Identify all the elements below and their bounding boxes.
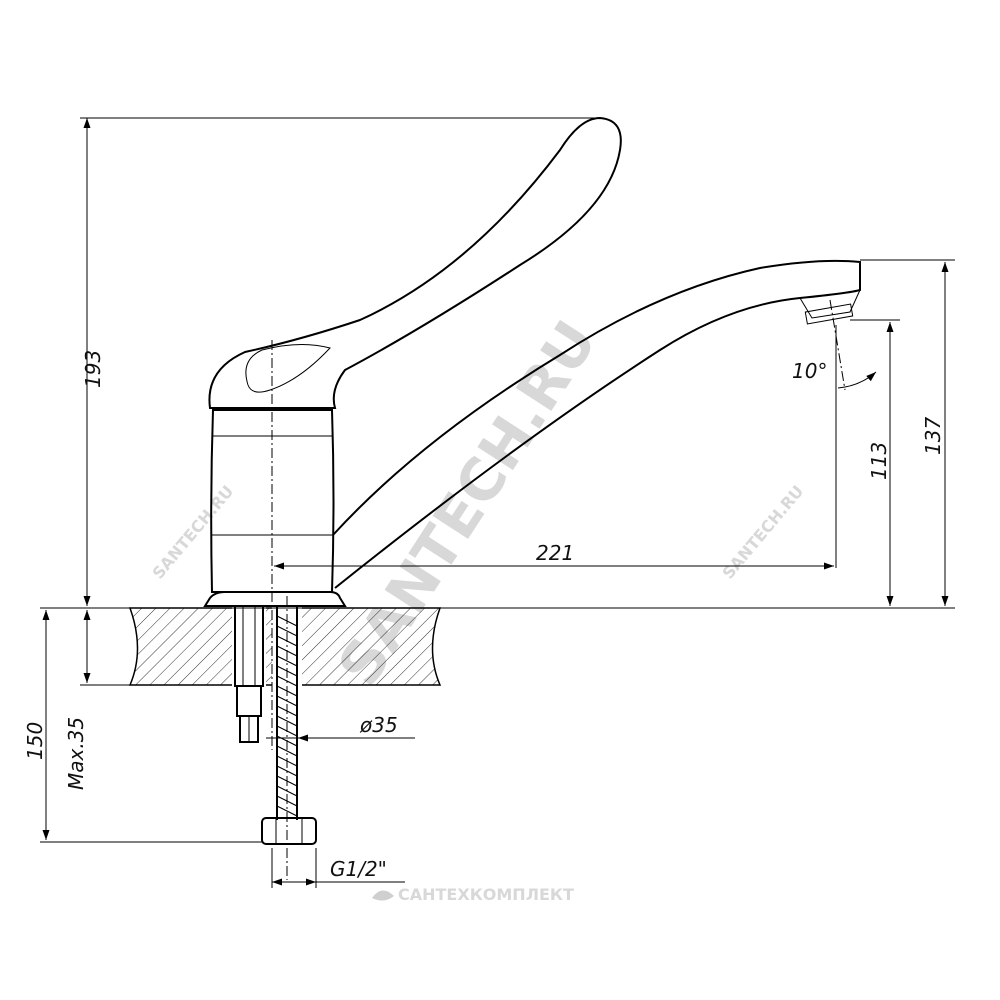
faucet-body: [203, 409, 347, 607]
watermark-bottom: САНТЕХКОМПЛЕКТ: [398, 885, 574, 904]
dimension-lines: [42, 118, 949, 886]
brand-logo-icon: [372, 890, 394, 901]
dim-total-height: 193: [81, 350, 105, 388]
dim-reach: 221: [536, 541, 574, 565]
dim-countertop-max: Max.35: [64, 717, 88, 790]
dim-connection-thread: G1/2": [330, 857, 387, 881]
watermark-small-right: SANTECH.RU: [719, 482, 808, 583]
dimension-labels: 193 137 113 221 10° 150 Max.35 ø35 G1/2": [23, 350, 945, 881]
dim-spout-height: 137: [921, 417, 945, 455]
dim-install-depth: 150: [23, 722, 47, 760]
spout: [332, 259, 861, 589]
countertop-section: [128, 606, 442, 688]
dim-outlet-height: 113: [867, 442, 891, 480]
dim-hole-diameter: ø35: [359, 713, 398, 737]
extension-lines: [40, 117, 955, 888]
centerlines: [271, 299, 846, 880]
dim-outlet-angle: 10°: [792, 359, 827, 383]
watermark-small-left: SANTECH.RU: [149, 482, 238, 583]
